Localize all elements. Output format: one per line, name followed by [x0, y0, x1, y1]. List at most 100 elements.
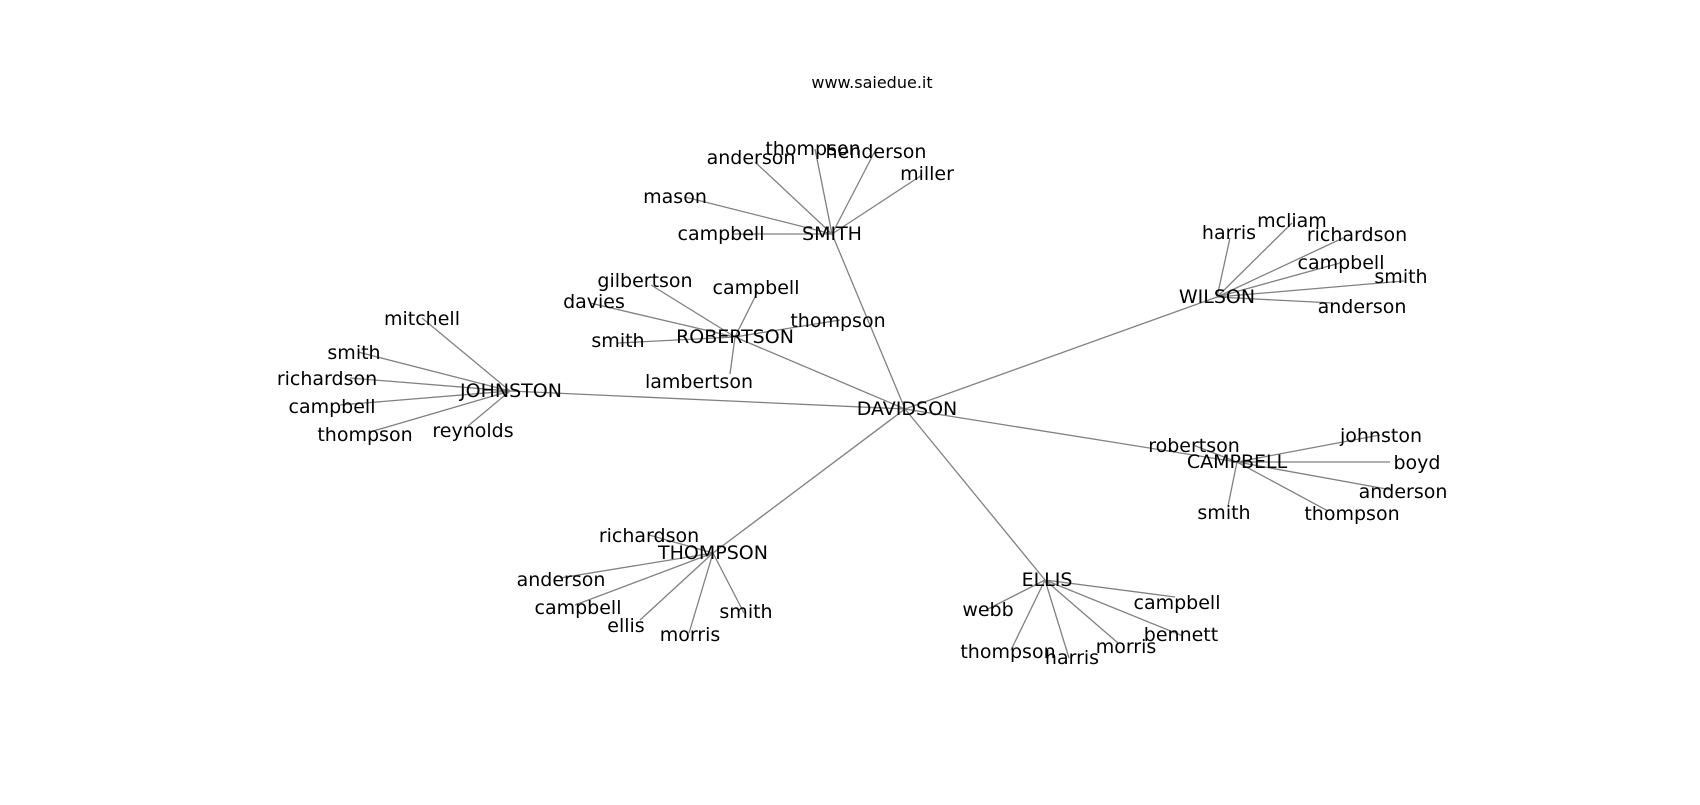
- edge-wilson-campbell: [1216, 262, 1341, 298]
- edge-robertson-smith: [617, 336, 736, 344]
- leaf-node-label: richardson: [599, 525, 699, 547]
- root-node-label: DAVIDSON: [857, 398, 958, 420]
- edge-johnston-smith: [357, 351, 511, 392]
- edge-johnston-reynolds: [467, 390, 511, 427]
- leaf-node-label: thompson: [1304, 503, 1399, 525]
- edge-campbell-johnston: [1236, 434, 1381, 463]
- edge-robertson-gilbertson: [650, 284, 736, 338]
- edge-ellis-webb: [985, 579, 1046, 611]
- leaf-node-label: campbell: [1298, 252, 1385, 274]
- leaf-node-label: smith: [719, 601, 772, 623]
- leaf-node-label: davies: [563, 291, 625, 313]
- leaf-node-label: boyd: [1394, 452, 1441, 474]
- leaf-node-label: richardson: [1307, 224, 1407, 246]
- leaf-node-label: morris: [1096, 636, 1157, 658]
- leaf-node-label: smith: [327, 342, 380, 364]
- leaf-node-label: morris: [660, 624, 721, 646]
- leaf-node-label: smith: [1197, 502, 1250, 524]
- leaf-node-label: bennett: [1144, 624, 1218, 646]
- edge-wilson-harris: [1216, 237, 1231, 298]
- edge-ellis-morris: [1044, 579, 1119, 644]
- leaf-node-label: johnston: [1339, 425, 1422, 447]
- edge-robertson-lambertson: [729, 336, 736, 375]
- leaf-node-label: smith: [1374, 266, 1427, 288]
- edge-wilson-richardson: [1216, 237, 1344, 298]
- edge-ellis-harris: [1044, 579, 1070, 659]
- edge-johnston-richardson: [349, 377, 511, 392]
- leaf-node-label: campbell: [535, 597, 622, 619]
- leaf-node-label: thompson: [960, 641, 1055, 663]
- edge-johnston-mitchell: [421, 317, 511, 392]
- leaf-node-label: mason: [643, 186, 707, 208]
- hub-node-label: THOMPSON: [657, 542, 768, 564]
- edge-root-ellis: [904, 408, 1046, 581]
- leaf-node-label: harris: [1045, 647, 1099, 669]
- edge-campbell-robertson: [1192, 444, 1238, 463]
- leaf-node-label: campbell: [713, 277, 800, 299]
- hub-node-label: WILSON: [1179, 286, 1255, 308]
- leaf-node-label: thompson: [790, 310, 885, 332]
- hub-node-label: ROBERTSON: [676, 326, 794, 348]
- leaf-node-label: campbell: [289, 396, 376, 418]
- edge-johnston-campbell: [339, 390, 511, 406]
- leaf-node-label: thompson: [317, 424, 412, 446]
- credit-text: www.saiedue.it: [811, 73, 932, 92]
- edge-root-smith: [831, 233, 906, 410]
- leaf-node-label: reynolds: [432, 420, 513, 442]
- edge-campbell-smith: [1227, 461, 1238, 507]
- edge-johnston-thompson: [369, 390, 511, 433]
- edge-root-campbell: [904, 408, 1238, 463]
- leaf-node-label: robertson: [1148, 435, 1240, 457]
- edge-robertson-campbell: [734, 292, 758, 338]
- leaf-node-label: mitchell: [384, 308, 460, 330]
- leaf-node-label: henderson: [826, 141, 927, 163]
- edge-wilson-mcliam: [1216, 222, 1293, 298]
- hub-node-label: ELLIS: [1022, 569, 1073, 591]
- hub-node-label: JOHNSTON: [459, 380, 562, 402]
- leaf-node-label: anderson: [1318, 296, 1407, 318]
- edge-root-wilson: [904, 296, 1218, 410]
- leaf-node-label: ellis: [607, 615, 644, 637]
- edge-layer: [339, 148, 1405, 659]
- edge-ellis-campbell: [1044, 579, 1176, 598]
- edge-ellis-thompson: [1010, 579, 1046, 651]
- leaf-node-label: thompson: [765, 138, 860, 160]
- edge-thompson-campbell: [574, 552, 714, 606]
- edge-thompson-morris: [688, 552, 714, 634]
- leaf-node-label: anderson: [1359, 481, 1448, 503]
- label-layer: www.saiedue.it DAVIDSONSMITHandersonthom…: [277, 73, 1448, 669]
- edge-wilson-smith: [1216, 280, 1405, 298]
- leaf-node-label: lambertson: [645, 371, 753, 393]
- edge-robertson-thompson: [734, 319, 841, 338]
- edge-smith-thompson: [814, 148, 833, 235]
- edge-thompson-smith: [712, 552, 745, 614]
- edge-wilson-anderson: [1216, 296, 1334, 304]
- leaf-node-label: anderson: [707, 147, 796, 169]
- leaf-node-label: smith: [591, 330, 644, 352]
- edge-thompson-anderson: [559, 552, 714, 579]
- leaf-node-label: campbell: [678, 223, 765, 245]
- leaf-node-label: mcliam: [1257, 210, 1327, 232]
- edge-thompson-richardson: [648, 534, 714, 554]
- edge-thompson-ellis: [639, 552, 714, 621]
- leaf-node-label: richardson: [277, 368, 377, 390]
- edge-root-thompson: [712, 408, 906, 554]
- edge-smith-henderson: [831, 150, 876, 235]
- hub-node-label: SMITH: [802, 223, 862, 245]
- leaf-node-label: harris: [1202, 222, 1256, 244]
- leaf-node-label: anderson: [517, 569, 606, 591]
- edge-robertson-davies: [589, 302, 736, 338]
- edge-root-robertson: [734, 336, 906, 410]
- edge-ellis-bennett: [1044, 579, 1184, 637]
- leaf-node-label: miller: [900, 163, 954, 185]
- edge-smith-anderson: [754, 161, 833, 235]
- leaf-node-label: gilbertson: [597, 270, 692, 292]
- edge-smith-miller: [831, 174, 923, 235]
- leaf-node-label: webb: [962, 599, 1013, 621]
- edge-root-johnston: [509, 390, 906, 410]
- leaf-node-label: campbell: [1134, 592, 1221, 614]
- edge-campbell-thompson: [1236, 461, 1329, 512]
- edge-campbell-anderson: [1236, 461, 1393, 491]
